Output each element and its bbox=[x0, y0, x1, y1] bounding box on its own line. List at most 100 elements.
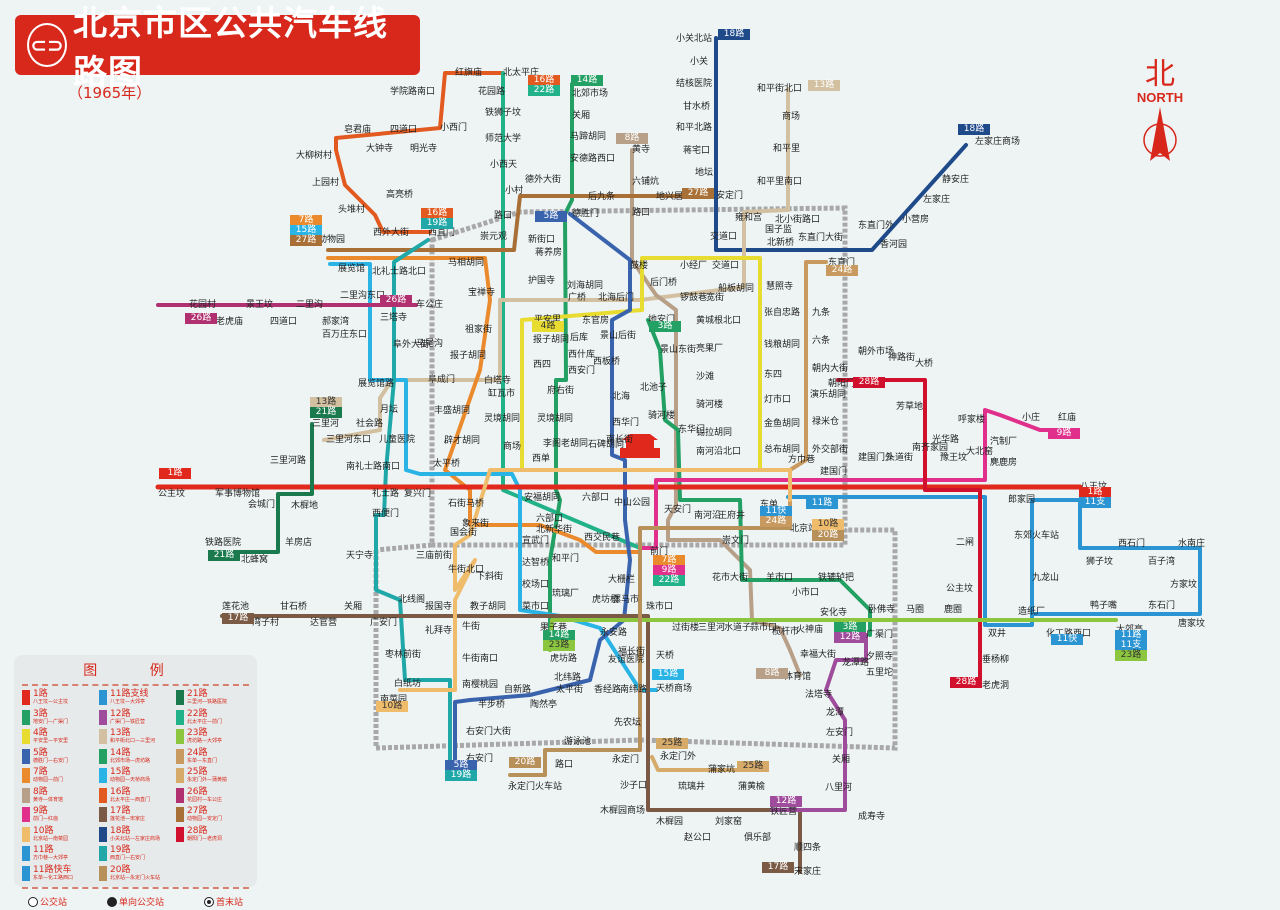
station-label[interactable]: 安定门 bbox=[716, 191, 744, 201]
station-label[interactable]: 南河沿 bbox=[694, 511, 722, 521]
station-label[interactable]: 黄城根北口 bbox=[696, 316, 742, 326]
station-label[interactable]: 西板桥 bbox=[593, 357, 621, 367]
station-label[interactable]: 灵境胡同 bbox=[484, 414, 521, 424]
station-label[interactable]: 琉璃井 bbox=[678, 782, 706, 792]
station-label[interactable]: 果子巷 bbox=[540, 623, 568, 633]
station-label[interactable]: 鼓楼 bbox=[630, 261, 649, 271]
station-label[interactable]: 右安门大街 bbox=[466, 727, 512, 737]
station-label[interactable]: 右安门 bbox=[466, 754, 494, 764]
station-label[interactable]: 神路街 bbox=[888, 353, 916, 363]
route-badge[interactable]: 11快 bbox=[1051, 634, 1083, 645]
station-label[interactable]: 马蹄胡同 bbox=[570, 132, 607, 142]
station-label[interactable]: 六部口 bbox=[582, 493, 610, 503]
station-label[interactable]: 三里河东口 bbox=[326, 435, 372, 445]
station-label[interactable]: 菜市口 bbox=[522, 602, 550, 612]
station-label[interactable]: 水南庄 bbox=[1178, 539, 1206, 549]
route-badge[interactable]: 21路 bbox=[208, 550, 240, 561]
station-label[interactable]: 羊市口 bbox=[766, 573, 794, 583]
station-label[interactable]: 小营房 bbox=[902, 215, 930, 225]
station-label[interactable]: 天宁寺 bbox=[346, 551, 374, 561]
station-label[interactable]: 大桥 bbox=[915, 359, 934, 369]
station-label[interactable]: 路口 bbox=[494, 211, 513, 221]
station-label[interactable]: 光华路 bbox=[932, 435, 960, 445]
station-label[interactable]: 安德路西口 bbox=[570, 154, 616, 164]
station-label[interactable]: 北郊市场 bbox=[572, 89, 609, 99]
station-label[interactable]: 北礼士路北口 bbox=[372, 267, 427, 277]
station-label[interactable]: 地坛 bbox=[695, 168, 714, 178]
station-label[interactable]: 公主坟 bbox=[158, 489, 186, 499]
route-badge[interactable]: 15路 bbox=[652, 669, 684, 680]
station-label[interactable]: 北海后门 bbox=[598, 293, 635, 303]
route-badge[interactable]: 4路 bbox=[532, 321, 564, 332]
station-label[interactable]: 锣鼓巷 bbox=[680, 293, 708, 303]
station-label[interactable]: 达官营 bbox=[310, 618, 338, 628]
station-label[interactable]: 木樨园 bbox=[656, 817, 684, 827]
station-label[interactable]: 南纬路 bbox=[620, 685, 648, 695]
station-label[interactable]: 西四 bbox=[533, 360, 552, 370]
station-label[interactable]: 东直门 bbox=[828, 258, 856, 268]
station-label[interactable]: 地安门 bbox=[648, 315, 676, 325]
route-badge[interactable]: 28路 bbox=[950, 677, 982, 688]
station-label[interactable]: 头道街 bbox=[886, 453, 914, 463]
station-label[interactable]: 西安门 bbox=[568, 366, 596, 376]
route-badge[interactable]: 16路 bbox=[528, 75, 560, 86]
station-label[interactable]: 石街马桥 bbox=[448, 499, 485, 509]
station-label[interactable]: 体育馆 bbox=[784, 672, 812, 682]
route-badge[interactable]: 9路 bbox=[653, 565, 685, 576]
station-label[interactable]: 景王坟 bbox=[246, 300, 274, 310]
station-label[interactable]: 刘家窑 bbox=[715, 817, 743, 827]
station-label[interactable]: 小村 bbox=[505, 186, 524, 196]
station-label[interactable]: 四道口 bbox=[270, 317, 298, 327]
station-label[interactable]: 香经路 bbox=[594, 685, 622, 695]
station-label[interactable]: 张自忠路 bbox=[764, 308, 801, 318]
station-label[interactable]: 永定门火车站 bbox=[508, 782, 563, 792]
route-badge[interactable]: 24路 bbox=[760, 516, 792, 527]
station-label[interactable]: 关厢 bbox=[832, 755, 851, 765]
station-label[interactable]: 结核医院 bbox=[676, 79, 713, 89]
route-badge[interactable]: 11路 bbox=[1115, 630, 1147, 641]
route-badge[interactable]: 27路 bbox=[290, 235, 322, 246]
station-label[interactable]: 卧佛寺 bbox=[868, 605, 896, 615]
station-label[interactable]: 二里沟 bbox=[296, 300, 324, 310]
station-label[interactable]: 蒜市口 bbox=[750, 623, 778, 633]
station-label[interactable]: 商场 bbox=[782, 112, 801, 122]
station-label[interactable]: 百万庄东口 bbox=[322, 330, 368, 340]
station-label[interactable]: 马尾沟 bbox=[416, 339, 444, 349]
route-badge[interactable]: 18路 bbox=[958, 124, 990, 135]
station-label[interactable]: 建国门外 bbox=[858, 453, 895, 463]
route-badge[interactable]: 13路 bbox=[310, 397, 342, 408]
station-label[interactable]: 东官房 bbox=[582, 316, 610, 326]
station-label[interactable]: 木樨地 bbox=[291, 501, 319, 511]
station-label[interactable]: 铁路医院 bbox=[205, 538, 242, 548]
station-label[interactable]: 麂鹿房 bbox=[990, 458, 1018, 468]
station-label[interactable]: 崇文门 bbox=[722, 536, 750, 546]
route-badge[interactable]: 25路 bbox=[656, 738, 688, 749]
station-label[interactable]: 关厢 bbox=[344, 602, 363, 612]
station-label[interactable]: 宽街 bbox=[706, 293, 725, 303]
station-label[interactable]: 六条 bbox=[812, 336, 831, 346]
station-label[interactable]: 后九条 bbox=[588, 192, 616, 202]
station-label[interactable]: 左家庄 bbox=[923, 195, 951, 205]
station-label[interactable]: 沙子口 bbox=[620, 781, 648, 791]
station-label[interactable]: 三里河路 bbox=[270, 456, 307, 466]
station-label[interactable]: 礼士路 bbox=[372, 489, 400, 499]
station-label[interactable]: 三里河 bbox=[312, 419, 340, 429]
route-badge[interactable]: 9路 bbox=[1048, 428, 1080, 439]
station-label[interactable]: 象来街 bbox=[462, 519, 490, 529]
station-label[interactable]: 北京站 bbox=[790, 524, 818, 534]
station-label[interactable]: 牛街 bbox=[462, 622, 481, 632]
station-label[interactable]: 宋家庄 bbox=[794, 867, 822, 877]
station-label[interactable]: 阜外大街 bbox=[393, 340, 430, 350]
station-label[interactable]: 小市口 bbox=[792, 588, 820, 598]
station-label[interactable]: 左安门 bbox=[826, 728, 854, 738]
station-label[interactable]: 头堆村 bbox=[338, 205, 366, 215]
station-label[interactable]: 礼拜寺 bbox=[425, 626, 453, 636]
route-badge[interactable]: 11支 bbox=[1079, 497, 1111, 508]
station-label[interactable]: 钱粮胡同 bbox=[764, 340, 801, 350]
station-label[interactable]: 禄米仓 bbox=[812, 417, 840, 427]
station-label[interactable]: 红旗庙 bbox=[455, 68, 483, 78]
route-badge[interactable]: 20路 bbox=[812, 530, 844, 541]
station-label[interactable]: 达智桥 bbox=[522, 558, 550, 568]
station-label[interactable]: 垂杨柳 bbox=[982, 655, 1010, 665]
station-label[interactable]: 展览馆路 bbox=[358, 379, 395, 389]
